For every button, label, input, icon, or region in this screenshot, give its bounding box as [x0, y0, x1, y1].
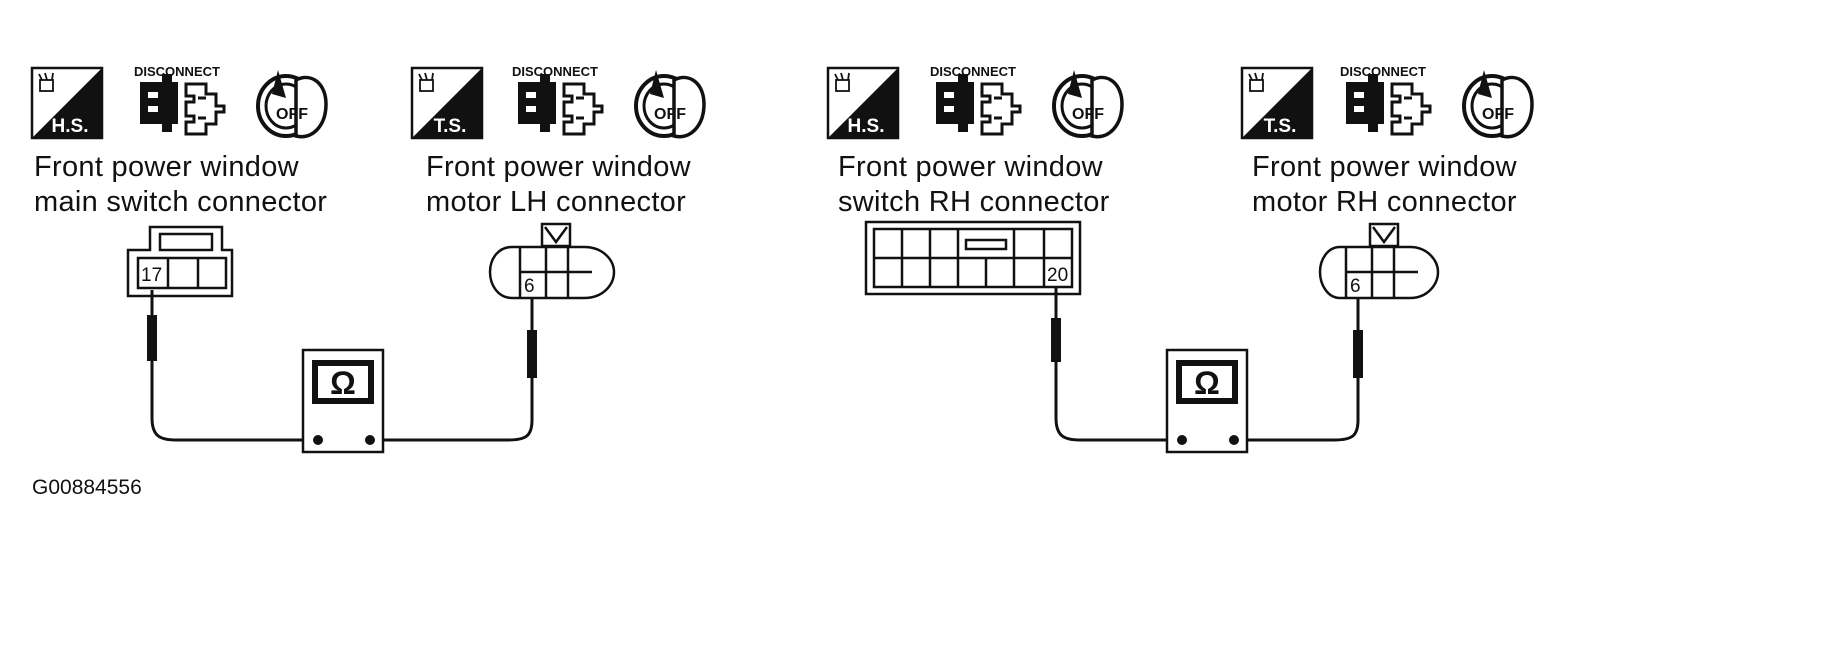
probe-handle: [1353, 330, 1363, 378]
disconnect-label: DISCONNECT: [512, 64, 598, 79]
side-badge-text: H.S.: [52, 116, 89, 137]
off-label: OFF: [654, 106, 686, 123]
pin-number: 6: [524, 276, 535, 297]
connector-title-line: main switch connector: [34, 186, 327, 218]
probe-handle: [527, 330, 537, 378]
pin-number: 17: [141, 265, 162, 286]
ignition-key-icon: [634, 68, 706, 139]
main-switch-connector: [126, 225, 234, 298]
connector-title-line: Front power window: [1252, 151, 1518, 183]
probe-handle: [1051, 318, 1061, 362]
disconnect-icon: [516, 72, 604, 136]
motor-rh-connector: [1318, 222, 1440, 300]
disconnect-icon: [138, 72, 226, 136]
ignition-key-icon: [1052, 68, 1124, 139]
disconnect-icon: [1344, 72, 1432, 136]
side-badge-text: T.S.: [434, 116, 467, 137]
pin-number: 20: [1047, 265, 1068, 286]
connector-title-line: motor RH connector: [1252, 186, 1517, 218]
pin-number: 6: [1350, 276, 1361, 297]
off-label: OFF: [1072, 106, 1104, 123]
switch-rh-connector: [864, 220, 1082, 296]
off-label: OFF: [276, 106, 308, 123]
off-label: OFF: [1482, 106, 1514, 123]
probe-wires: [1054, 288, 1360, 442]
side-badge-text: T.S.: [1264, 116, 1297, 137]
side-badge-text: H.S.: [848, 116, 885, 137]
disconnect-label: DISCONNECT: [930, 64, 1016, 79]
ohmmeter: [1165, 348, 1249, 454]
ohm-symbol: Ω: [1194, 365, 1220, 401]
probe-wires: [150, 290, 534, 442]
disconnect-label: DISCONNECT: [1340, 64, 1426, 79]
ohm-symbol: Ω: [330, 365, 356, 401]
connector-title-line: Front power window: [426, 151, 692, 183]
figure-code: G00884556: [32, 476, 142, 499]
connector-title-line: Front power window: [34, 151, 300, 183]
panel-left: H.S. DISCONNECT OFF T.S. DISCONNECT OFF …: [30, 64, 706, 454]
ignition-key-icon: [256, 68, 328, 139]
motor-lh-connector: [488, 222, 616, 300]
connector-title-line: switch RH connector: [838, 186, 1110, 218]
disconnect-icon: [934, 72, 1022, 136]
ignition-key-icon: [1462, 68, 1534, 139]
panel-right: H.S. DISCONNECT OFF T.S. DISCONNECT OFF …: [826, 64, 1534, 454]
probe-handle: [147, 315, 157, 361]
disconnect-label: DISCONNECT: [134, 64, 220, 79]
connector-title-line: motor LH connector: [426, 186, 686, 218]
connector-title-line: Front power window: [838, 151, 1104, 183]
ohmmeter: [301, 348, 385, 454]
